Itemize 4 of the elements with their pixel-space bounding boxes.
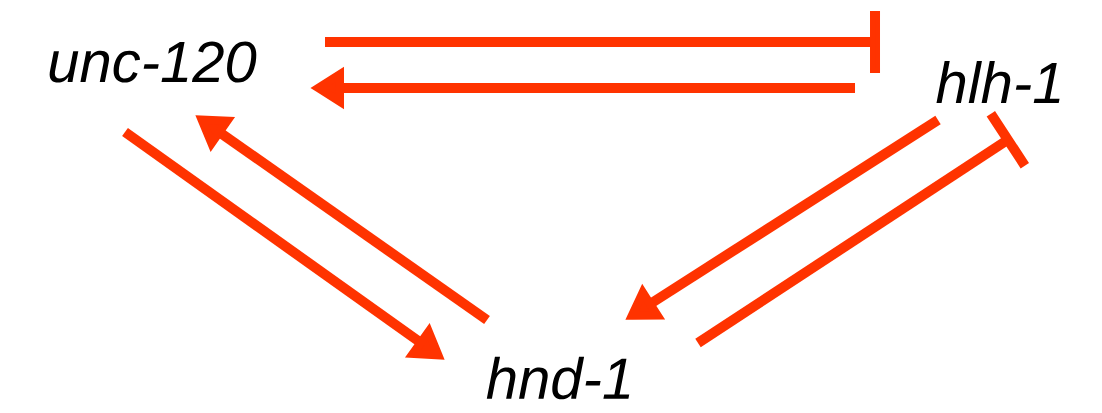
gene-label: unc-120: [49, 41, 257, 83]
gene-label: hlh-1: [936, 61, 1060, 103]
gene-label: hnd-1: [486, 356, 630, 400]
inhibition-arrow: [325, 11, 880, 73]
